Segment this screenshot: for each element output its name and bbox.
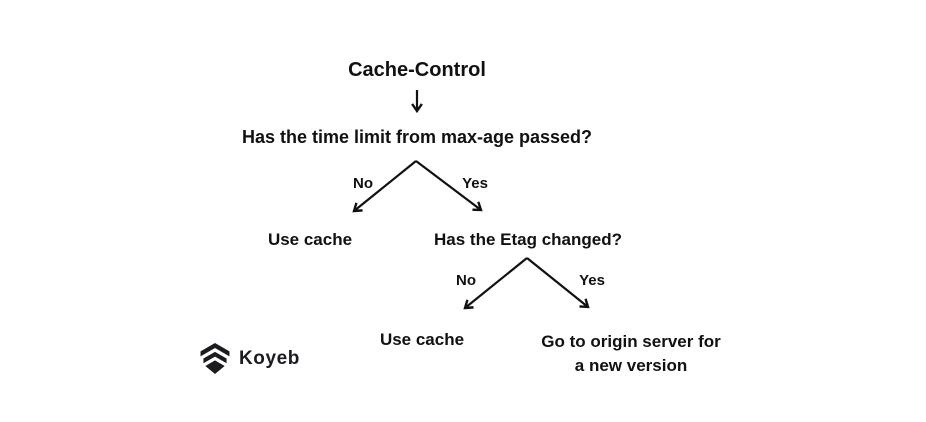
node-origin-server-line1: Go to origin server for xyxy=(541,332,721,351)
node-use-cache-2: Use cache xyxy=(379,330,465,349)
branch1-no-label: No xyxy=(353,175,373,192)
node-origin-server-line2: a new version xyxy=(574,356,688,375)
node-origin-server: Go to origin server for a new version xyxy=(541,330,720,378)
diagram-title: Cache-Control xyxy=(348,59,486,81)
koyeb-logo: Koyeb xyxy=(200,342,300,375)
node-use-cache-1: Use cache xyxy=(267,230,353,249)
branch1-yes-label: Yes xyxy=(462,175,488,192)
root-question: Has the time limit from max-age passed? xyxy=(241,127,593,147)
node-etag-question: Has the Etag changed? xyxy=(434,230,622,249)
branch2-no-label: No xyxy=(456,272,476,289)
branch2-yes-label: Yes xyxy=(579,272,605,289)
koyeb-logo-text: Koyeb xyxy=(239,347,300,369)
koyeb-chevrons-icon xyxy=(200,342,230,375)
